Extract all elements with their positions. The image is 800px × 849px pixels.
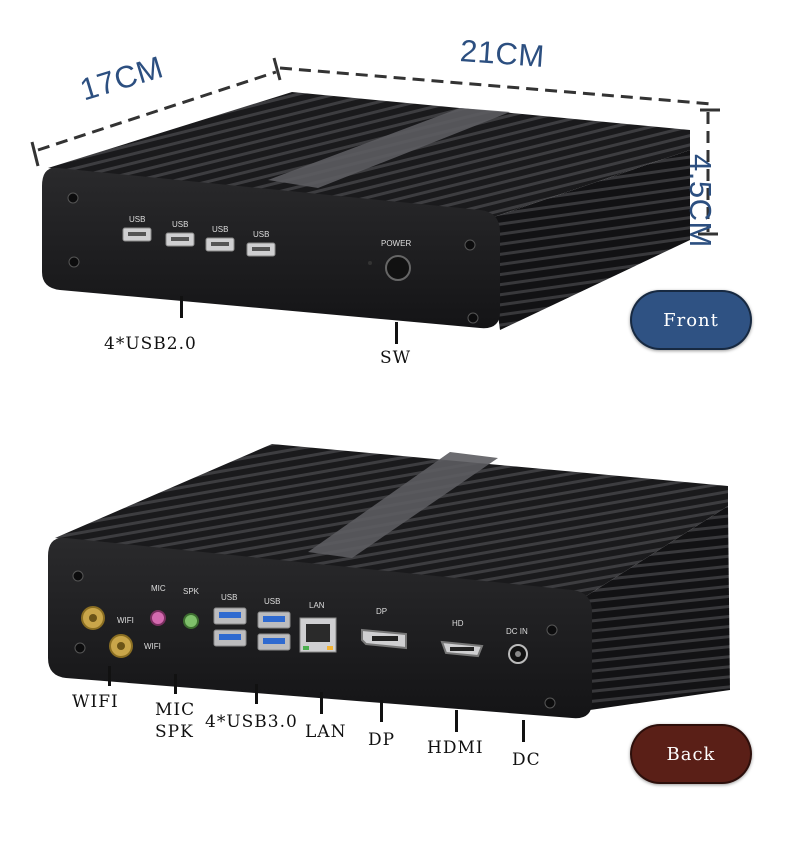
dc-callout-line: [522, 720, 525, 742]
front-usb-label-3: USB: [212, 225, 228, 234]
wifi-callout: WIFI: [72, 692, 119, 712]
dp-callout: DP: [368, 730, 396, 750]
dimension-lines: [37, 66, 713, 232]
dp-label: DP: [376, 607, 387, 616]
back-usb-label-1: USB: [221, 593, 237, 602]
back-view: WIFI WIFI MIC SPK USB USB LAN DP HD: [0, 390, 800, 845]
dc-callout: DC: [512, 750, 541, 770]
mic-callout-line: [174, 674, 177, 694]
lan-callout-line: [320, 692, 323, 714]
lan-label: LAN: [309, 601, 325, 610]
hd-label: HD: [452, 619, 464, 628]
front-usb-label-4: USB: [253, 230, 269, 239]
hdmi-callout-line: [455, 710, 458, 732]
lan-callout: LAN: [305, 722, 347, 742]
mic-label: MIC: [151, 584, 166, 593]
mic-callout: MIC: [155, 700, 196, 720]
dcin-label: DC IN: [506, 627, 528, 636]
power-button-icon: [385, 255, 411, 281]
spk-label: SPK: [183, 587, 200, 596]
front-usb-label-1: USB: [129, 215, 145, 224]
front-usb-ports: [122, 227, 276, 257]
front-usb-label-2: USB: [172, 220, 188, 229]
back-device-illustration: WIFI WIFI MIC SPK USB USB LAN DP HD: [48, 444, 730, 719]
wifi-callout-line: [108, 666, 111, 686]
usb3-callout: 4*USB3.0: [205, 712, 298, 732]
usb2-callout: 4*USB2.0: [104, 334, 197, 354]
speaker-jack-icon: [183, 613, 199, 629]
power-label: POWER: [381, 239, 411, 248]
sw-callout: SW: [380, 348, 412, 368]
mic-jack-icon: [150, 610, 166, 626]
spk-callout: SPK: [155, 722, 194, 742]
wifi-antenna-connectors: [81, 606, 133, 658]
width-dimension: 21CM: [458, 33, 546, 74]
usb3-callout-line: [255, 684, 258, 704]
dp-callout-line: [380, 700, 383, 722]
sw-callout-line: [395, 322, 398, 344]
front-device-illustration: USB USB USB USB POWER: [30, 57, 720, 330]
wifi-label-2: WIFI: [144, 642, 161, 651]
usb3-ports: [213, 607, 291, 651]
back-usb-label-2: USB: [264, 597, 280, 606]
wifi-label-1: WIFI: [117, 616, 134, 625]
back-badge: Back: [630, 724, 752, 784]
height-dimension: 4.5CM: [683, 154, 718, 248]
usb2-callout-line: [180, 296, 183, 318]
hdmi-callout: HDMI: [427, 738, 484, 758]
front-badge: Front: [630, 290, 752, 350]
front-view: USB USB USB USB POWER 17CM 21CM 4.5CM 4*…: [0, 0, 800, 390]
